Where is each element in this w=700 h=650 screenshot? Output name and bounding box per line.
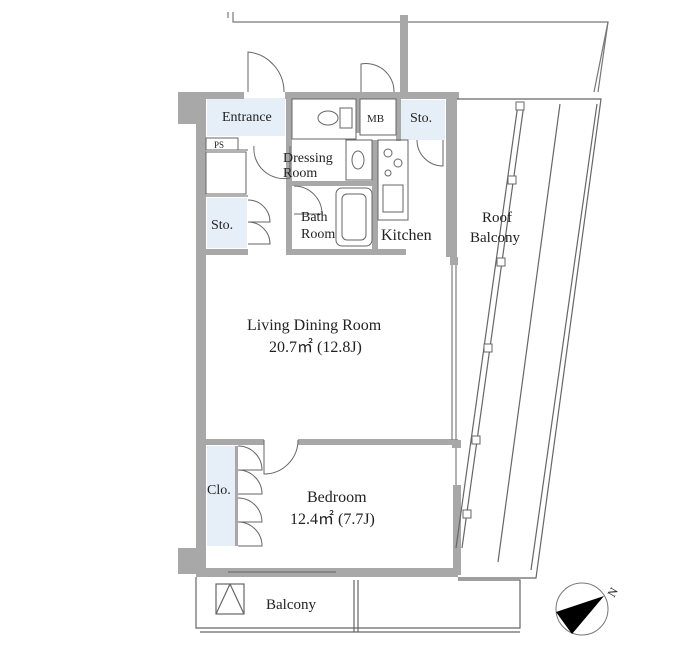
closet-fill (207, 446, 236, 546)
roof-balcony-outline (455, 98, 602, 579)
lower-balcony-outline (195, 577, 521, 633)
doors (237, 51, 444, 547)
interior-lines (205, 98, 457, 573)
label-living-name: Living Dining Room (247, 317, 382, 334)
upper-outline (227, 12, 609, 93)
label-kitchen: Kitchen (381, 227, 432, 244)
label-bath-1: Bath (301, 210, 327, 225)
entrance-floor (207, 98, 285, 136)
label-storage-top: Sto. (410, 111, 432, 126)
label-bedroom-name: Bedroom (307, 489, 367, 506)
label-bedroom-area: 12.4㎡ (7.7J) (290, 510, 375, 528)
railing-posts (462, 101, 525, 519)
label-dressing-1: Dressing (283, 151, 333, 166)
label-balcony: Balcony (266, 597, 316, 613)
label-entrance: Entrance (222, 110, 272, 125)
label-living-area: 20.7㎡ (12.8J) (269, 338, 362, 356)
label-storage-left: Sto. (211, 218, 233, 233)
compass-label: N (604, 585, 621, 600)
label-mb: MB (367, 113, 384, 125)
label-closet: Clo. (207, 483, 231, 498)
storage-left-fill (207, 198, 247, 248)
walls (178, 15, 461, 577)
storage-top-fill (399, 100, 445, 140)
label-roof-balcony-2: Balcony (470, 230, 520, 246)
label-bath-2: Room (301, 227, 335, 242)
compass-needle-icon (556, 596, 604, 634)
storage-fills (207, 98, 445, 546)
label-roof-balcony-1: Roof (482, 210, 512, 226)
label-ps: PS (214, 140, 224, 150)
compass: N (555, 582, 621, 636)
label-dressing-2: Room (283, 166, 317, 181)
